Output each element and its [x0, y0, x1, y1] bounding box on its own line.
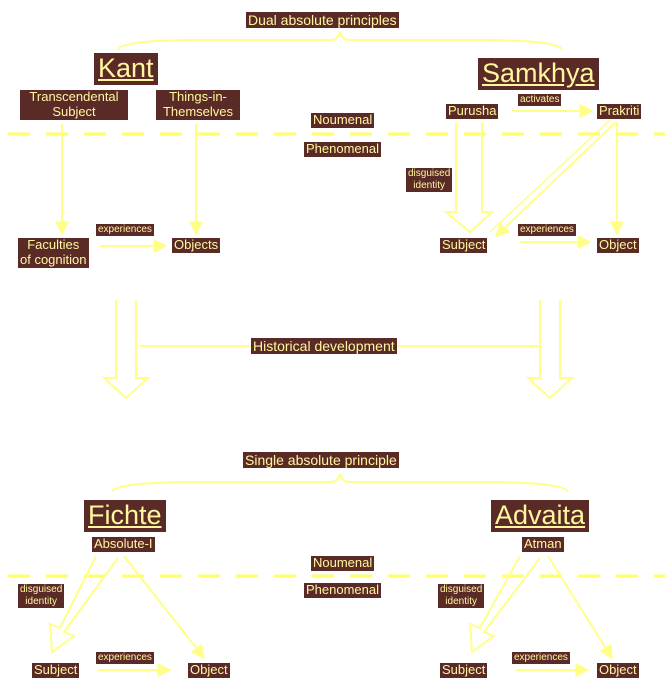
samkhya-object: Object	[597, 237, 639, 253]
arrow-atman-to-object	[547, 555, 613, 660]
kant-objects: Objects	[172, 237, 221, 253]
samkhya-activates-label: activates	[518, 94, 562, 106]
fichte-experiences-label: experiences	[96, 652, 154, 664]
fichte-subject: Subject	[32, 662, 80, 678]
arrow-prakriti-to-subject-2	[489, 119, 611, 233]
fichte-title: Fichte	[84, 500, 166, 532]
kant-faculties: Faculties of cognition	[18, 237, 89, 268]
kant-transcendental-subject: Transcendental Subject	[20, 89, 128, 120]
advaita-title: Advaita	[491, 500, 590, 532]
top-phenomenal-label: Phenomenal	[304, 141, 381, 157]
bottom-brace-label: Single absolute principle	[243, 452, 399, 469]
bottom-noumenal-label: Noumenal	[311, 555, 375, 571]
samkhya-disguised-identity: disguised identity	[406, 168, 453, 192]
advaita-disguised-identity: disguised identity	[438, 584, 485, 608]
double-arrow-atman-to-subject	[468, 555, 541, 654]
advaita-object: Object	[597, 662, 639, 678]
double-arrow-purusha-to-subject	[443, 122, 495, 234]
arrow-prakriti-to-subject	[494, 121, 617, 237]
fichte-disguised-identity: disguised identity	[18, 584, 65, 608]
top-brace	[117, 31, 563, 51]
advaita-subject: Subject	[440, 662, 488, 678]
fichte-object: Object	[188, 662, 230, 678]
kant-title: Kant	[94, 53, 158, 85]
samkhya-title: Samkhya	[478, 58, 599, 90]
historical-development-label: Historical development	[251, 338, 397, 355]
kant-experiences-label: experiences	[96, 224, 154, 236]
advaita-experiences-label: experiences	[512, 652, 570, 664]
arrow-absolute-i-to-object	[123, 555, 205, 660]
samkhya-purusha: Purusha	[446, 103, 499, 119]
bottom-brace	[111, 473, 569, 493]
samkhya-experiences-label: experiences	[518, 224, 576, 236]
samkhya-prakriti: Prakriti	[597, 103, 642, 119]
top-noumenal-label: Noumenal	[311, 112, 375, 128]
double-arrow-absolute-i-to-subject	[48, 555, 119, 654]
fichte-absolute-i: Absolute-I	[92, 536, 155, 552]
bottom-phenomenal-label: Phenomenal	[304, 582, 381, 598]
top-brace-label: Dual absolute principles	[246, 12, 399, 29]
big-arrow-right	[525, 300, 575, 400]
big-arrow-left	[101, 300, 151, 400]
samkhya-subject: Subject	[440, 237, 488, 253]
advaita-atman: Atman	[522, 536, 564, 552]
kant-things-in-themselves: Things-in- Themselves	[156, 89, 240, 120]
